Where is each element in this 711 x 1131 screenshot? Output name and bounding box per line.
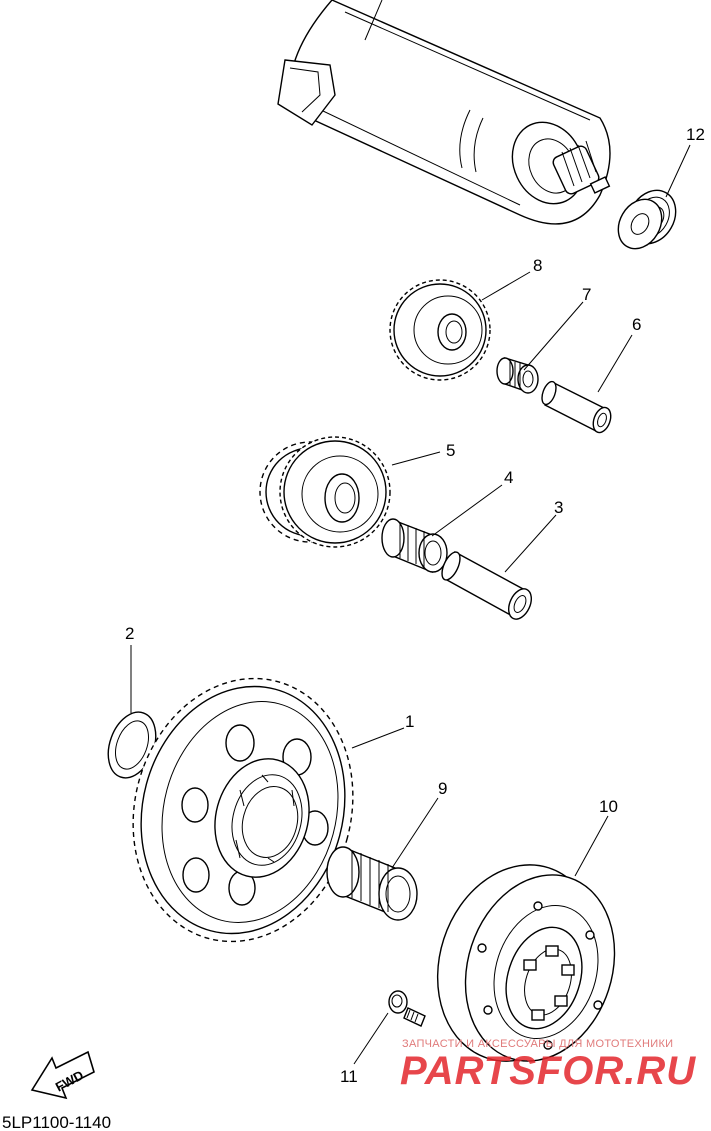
leader-lines — [130, 144, 691, 1065]
callout-6: 6 — [632, 315, 641, 334]
callout-7: 7 — [582, 285, 591, 304]
part-7-needle-bearing — [496, 357, 539, 394]
starter-motor — [277, 0, 611, 225]
callout-4: 4 — [504, 468, 513, 487]
watermark-brand: PARTSFOR.RU — [400, 1049, 696, 1093]
callout-3: 3 — [554, 498, 563, 517]
part-6-shaft — [541, 380, 612, 434]
diagram-code: 5LP1100-1140 — [2, 1113, 111, 1131]
part-3-shaft — [441, 550, 533, 620]
part-12-bearing — [617, 189, 677, 250]
callout-8: 8 — [533, 256, 542, 275]
callout-2: 2 — [125, 624, 134, 643]
callout-1: 1 — [405, 712, 414, 731]
callout-10: 10 — [599, 797, 618, 816]
watermark: ЗАПЧАСТИ И АКСЕССУАРЫ ДЛЯ МОТОТЕХНИКИ PA… — [400, 1038, 696, 1093]
callout-labels: 12 8 7 6 5 4 3 2 1 9 10 11 — [125, 125, 705, 1086]
fwd-arrow-icon: FWD — [30, 1050, 95, 1100]
callout-11: 11 — [340, 1067, 358, 1086]
part-10-starter-clutch — [436, 864, 616, 1062]
watermark-tagline: ЗАПЧАСТИ И АКСЕССУАРЫ ДЛЯ МОТОТЕХНИКИ — [402, 1038, 673, 1050]
part-1-starter-clutch-gear — [132, 677, 354, 943]
callout-12: 12 — [686, 125, 705, 144]
callout-5: 5 — [446, 441, 455, 460]
part-9-needle-bearing — [326, 846, 418, 921]
callout-9: 9 — [438, 779, 447, 798]
part-5-idler-gear — [259, 436, 391, 548]
part-8-idler-gear — [389, 279, 491, 381]
part-4-needle-bearing — [381, 518, 448, 574]
part-11-bolt — [388, 990, 426, 1027]
